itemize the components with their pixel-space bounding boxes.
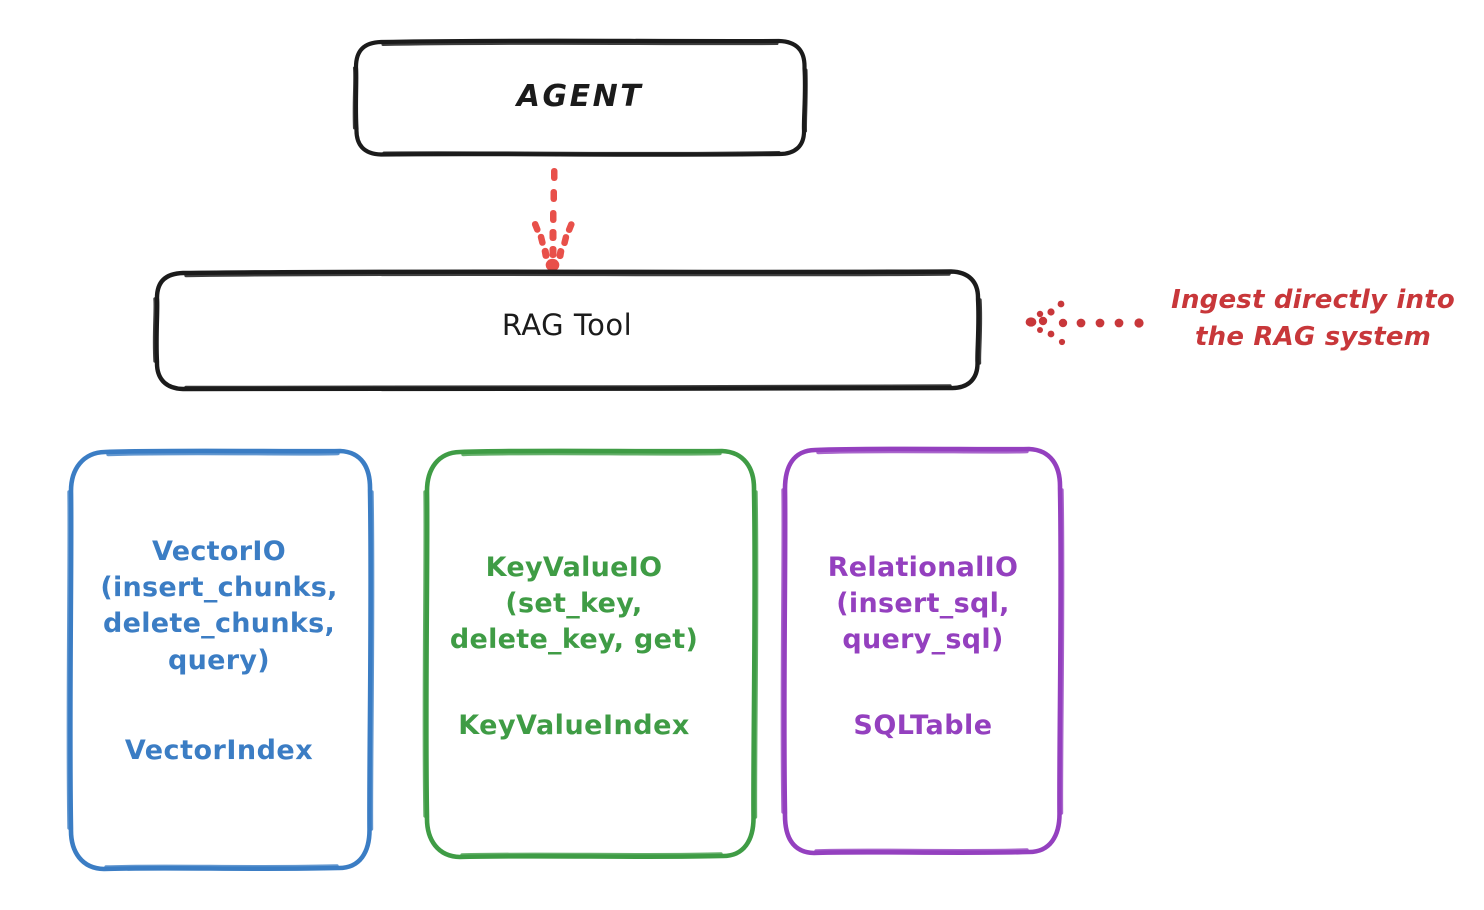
key-value-io-box-outline [423,448,757,860]
ingest-arrow-icon [1025,300,1144,346]
agent-box-outline [353,38,808,157]
relational-io-box-outline [781,446,1063,856]
rag-tool-node[interactable] [152,269,983,392]
rag-tool-box-outline [154,269,981,392]
key-value-io-label: KeyValueIO (set_key, delete_key, get) [449,552,699,656]
relational-io-node[interactable] [780,446,1065,856]
agent-box-sketch-overlay [352,41,808,156]
ingest-annotation-label: Ingest directly into the RAG system [1171,285,1455,352]
key-value-io-node[interactable] [422,448,759,860]
vector-index-label: VectorIndex [124,735,314,766]
key-value-index-label: KeyValueIndex [458,710,690,741]
relational-io-box-sketch-overlay [780,449,1065,853]
rag-tool-box-sketch-overlay [152,272,983,390]
agent-to-rag-connector-icon [531,168,575,272]
relational-io-label: RelationalIO (insert_sql, query_sql) [827,552,1019,656]
key-value-io-box-sketch-overlay [422,451,759,857]
vector-io-box-sketch-overlay [66,451,375,869]
vector-io-box-outline [67,448,373,872]
vector-io-node[interactable] [66,448,375,872]
sql-table-label: SQLTable [853,710,993,741]
agent-node[interactable] [352,38,808,157]
vector-io-label: VectorIO (insert_chunks, delete_chunks, … [100,536,338,676]
